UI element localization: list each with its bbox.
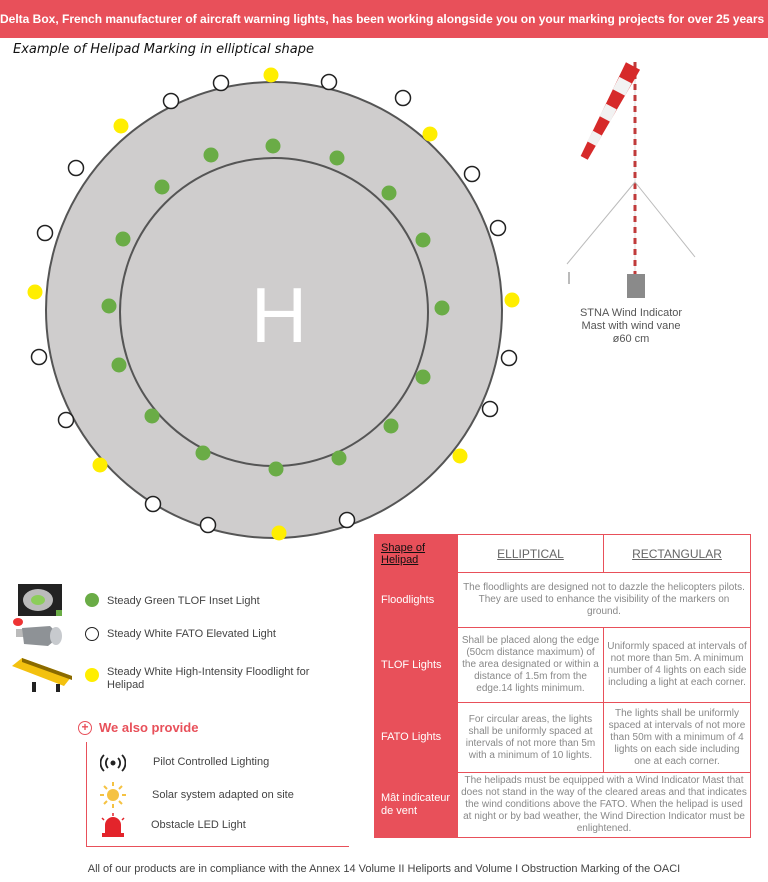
tlof-green-light bbox=[415, 232, 431, 248]
sun-icon bbox=[100, 782, 126, 808]
floodlight-yellow bbox=[504, 292, 520, 308]
green-inset-light-icon bbox=[18, 584, 62, 616]
fato-white-light bbox=[320, 73, 338, 91]
column-header-elliptical: ELLIPTICAL bbox=[457, 534, 604, 573]
floodlight-yellow bbox=[263, 67, 279, 83]
yellow-floodlight-icon bbox=[12, 658, 72, 692]
fato-white-light bbox=[162, 92, 180, 110]
fato-white-light bbox=[338, 511, 356, 529]
tlof-green-light bbox=[195, 445, 211, 461]
provide-item-label: Solar system adapted on site bbox=[152, 789, 294, 801]
wireless-signal-icon bbox=[100, 754, 126, 772]
wind-caption-line1: STNA Wind Indicator bbox=[579, 307, 683, 319]
legend-item-green: Steady Green TLOF Inset Light bbox=[0, 582, 360, 622]
column-header-rectangular: RECTANGULAR bbox=[603, 534, 751, 573]
fato-white-light bbox=[489, 219, 507, 237]
legend-label-green: Steady Green TLOF Inset Light bbox=[107, 595, 260, 607]
fato-white-light bbox=[57, 411, 75, 429]
tlof-green-light bbox=[203, 147, 219, 163]
white-dot-icon bbox=[85, 627, 99, 641]
fato-white-light bbox=[394, 89, 412, 107]
legend-item-white: Steady White FATO Elevated Light bbox=[0, 616, 360, 656]
tlof-elliptical-cell: Shall be placed along the edge (50cm dis… bbox=[457, 627, 604, 703]
fato-elliptical-cell: For circular areas, the lights shall be … bbox=[457, 702, 604, 773]
provide-item-label: Pilot Controlled Lighting bbox=[153, 756, 270, 768]
fato-white-light bbox=[144, 495, 162, 513]
table-row: Floodlights The floodlights are designed… bbox=[374, 572, 751, 628]
tlof-green-light bbox=[144, 408, 160, 424]
wind-caption-line2: Mast with wind vane bbox=[581, 320, 681, 332]
floodlight-yellow bbox=[422, 126, 438, 142]
fato-white-light bbox=[463, 165, 481, 183]
tlof-rectangular-cell: Uniformly spaced at intervals of not mor… bbox=[603, 627, 751, 703]
tlof-green-light bbox=[329, 150, 345, 166]
fato-white-light bbox=[36, 224, 54, 242]
floodlight-yellow bbox=[92, 457, 108, 473]
wind-caption-line3: ø60 cm bbox=[612, 333, 650, 345]
tlof-green-light bbox=[434, 300, 450, 316]
top-banner: Delta Box, French manufacturer of aircra… bbox=[0, 0, 768, 38]
table-row: FATO Lights For circular areas, the ligh… bbox=[374, 702, 751, 773]
tlof-green-light bbox=[265, 138, 281, 154]
helipad-spec-table: Shape of Helipad ELLIPTICAL RECTANGULAR … bbox=[374, 534, 751, 838]
beacon-icon bbox=[101, 813, 125, 837]
fato-white-light bbox=[212, 74, 230, 92]
green-dot-icon bbox=[85, 593, 99, 607]
tlof-green-light bbox=[381, 185, 397, 201]
floodlight-yellow bbox=[271, 525, 287, 541]
fato-white-light bbox=[500, 349, 518, 367]
fato-white-light bbox=[481, 400, 499, 418]
helipad-diagram: H bbox=[27, 67, 520, 541]
tlof-green-light bbox=[415, 369, 431, 385]
legend-item-yellow: Steady White High-Intensity Floodlight f… bbox=[0, 654, 360, 694]
plus-circle-icon: + bbox=[78, 721, 92, 735]
wind-indicator-mast-icon bbox=[566, 62, 696, 298]
row-header-fato-lights: FATO Lights bbox=[374, 702, 458, 773]
helipad-letter: H bbox=[251, 271, 307, 359]
helipad-lights bbox=[27, 67, 520, 541]
table-corner-header: Shape of Helipad bbox=[374, 534, 458, 573]
tlof-green-light bbox=[154, 179, 170, 195]
tlof-green-light bbox=[331, 450, 347, 466]
table-row: Mât indicateur de vent The helipads must… bbox=[374, 772, 751, 838]
provide-item-label: Obstacle LED Light bbox=[151, 819, 246, 831]
row-header-wind-mast: Mât indicateur de vent bbox=[374, 772, 458, 838]
floodlight-yellow bbox=[27, 284, 43, 300]
tlof-green-light bbox=[268, 461, 284, 477]
page-subtitle: Example of Helipad Marking in elliptical… bbox=[13, 42, 314, 57]
table-row: TLOF Lights Shall be placed along the ed… bbox=[374, 627, 751, 703]
wind-mast-description: The helipads must be equipped with a Win… bbox=[457, 772, 751, 838]
tlof-green-light bbox=[111, 357, 127, 373]
yellow-dot-icon bbox=[85, 668, 99, 682]
provide-box bbox=[86, 742, 349, 847]
floodlight-yellow bbox=[452, 448, 468, 464]
floodlight-yellow bbox=[113, 118, 129, 134]
tlof-green-light bbox=[115, 231, 131, 247]
compliance-footer: All of our products are in compliance wi… bbox=[87, 863, 681, 875]
fato-white-light bbox=[67, 159, 85, 177]
provide-title-text: We also provide bbox=[99, 720, 199, 735]
legend-label-yellow: Steady White High-Intensity Floodlight f… bbox=[107, 666, 310, 691]
wind-indicator-caption: STNA Wind Indicator Mast with wind vane … bbox=[566, 307, 696, 346]
legend-label-white: Steady White FATO Elevated Light bbox=[107, 628, 276, 640]
fato-white-light bbox=[199, 516, 217, 534]
row-header-tlof-lights: TLOF Lights bbox=[374, 627, 458, 703]
table-header-row: Shape of Helipad ELLIPTICAL RECTANGULAR bbox=[374, 534, 751, 573]
provide-title: We also provide bbox=[99, 720, 198, 735]
tlof-green-light bbox=[101, 298, 117, 314]
fato-rectangular-cell: The lights shall be uniformly spaced at … bbox=[603, 702, 751, 773]
white-elevated-light-icon bbox=[13, 618, 62, 646]
floodlights-description: The floodlights are designed not to dazz… bbox=[457, 572, 751, 628]
row-header-floodlights: Floodlights bbox=[374, 572, 458, 628]
tlof-green-light bbox=[383, 418, 399, 434]
fato-white-light bbox=[30, 348, 48, 366]
